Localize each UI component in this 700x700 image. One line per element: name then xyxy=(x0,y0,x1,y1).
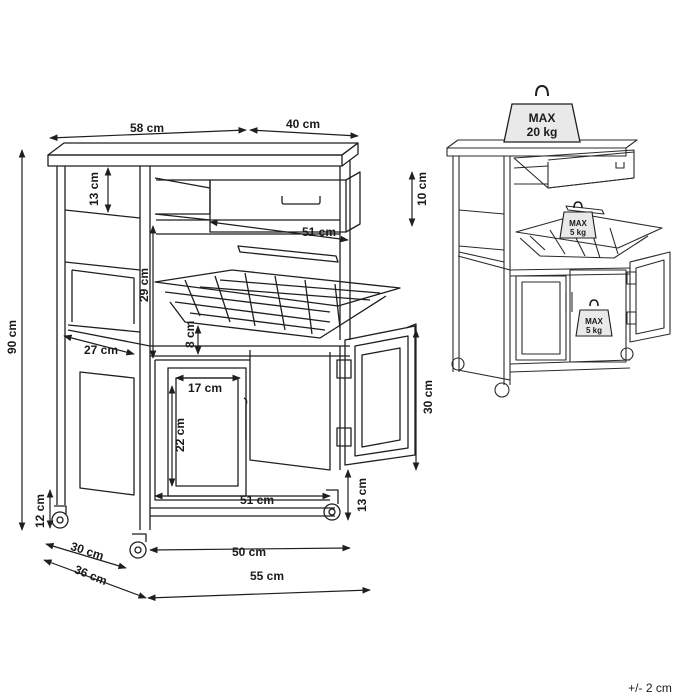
weight-basket-line2: 5 kg xyxy=(570,228,586,237)
weight-top-line1: MAX xyxy=(529,111,556,125)
dim-inner-width: 50 cm xyxy=(232,545,266,559)
dim-drawer-height: 10 cm xyxy=(415,172,429,206)
dim-basket-height: 8 cm xyxy=(183,321,197,348)
weight-top-icon: MAX 20 kg xyxy=(503,84,581,143)
dim-shelf-width: 51 cm xyxy=(240,493,274,507)
dimension-labels: 58 cm 40 cm 13 cm 10 cm 51 cm 29 cm 8 cm… xyxy=(5,117,435,588)
weight-shelf-line1: MAX xyxy=(585,317,603,326)
dim-side-depth: 27 cm xyxy=(84,343,118,357)
wire-basket xyxy=(154,245,401,339)
dim-total-depth: 36 cm xyxy=(72,562,109,588)
weight-basket-icon: MAX 5 kg xyxy=(559,201,597,239)
weight-top-line2: 20 kg xyxy=(527,125,558,139)
dim-drawer-depth: 51 cm xyxy=(302,225,336,239)
dim-total-width: 55 cm xyxy=(250,569,284,583)
weight-shelf-line2: 5 kg xyxy=(586,326,602,335)
dim-total-height: 90 cm xyxy=(5,320,19,354)
dim-door-opening-width: 17 cm xyxy=(188,381,222,395)
load-limit-drawing xyxy=(446,139,671,398)
weight-shelf-icon: MAX 5 kg xyxy=(575,299,613,337)
dim-basket-clearance: 29 cm xyxy=(137,268,151,302)
dim-top-width: 58 cm xyxy=(130,121,164,135)
lower-cabinet xyxy=(150,346,341,517)
dim-drawer-extension: 40 cm xyxy=(286,117,320,131)
dim-cabinet-height: 30 cm xyxy=(421,380,435,414)
dim-door-opening-height: 22 cm xyxy=(173,418,187,452)
dim-wheel-height: 12 cm xyxy=(33,494,47,528)
dim-drawer-front-height: 13 cm xyxy=(87,172,101,206)
dimension-lines xyxy=(18,126,420,602)
dim-bottom-clearance: 13 cm xyxy=(355,478,369,512)
open-door xyxy=(336,323,417,466)
tolerance-note: +/- 2 cm xyxy=(628,681,672,695)
casters xyxy=(51,489,341,559)
dim-inner-depth: 30 cm xyxy=(69,539,106,563)
weight-basket-line1: MAX xyxy=(569,219,587,228)
worktop xyxy=(47,142,359,167)
